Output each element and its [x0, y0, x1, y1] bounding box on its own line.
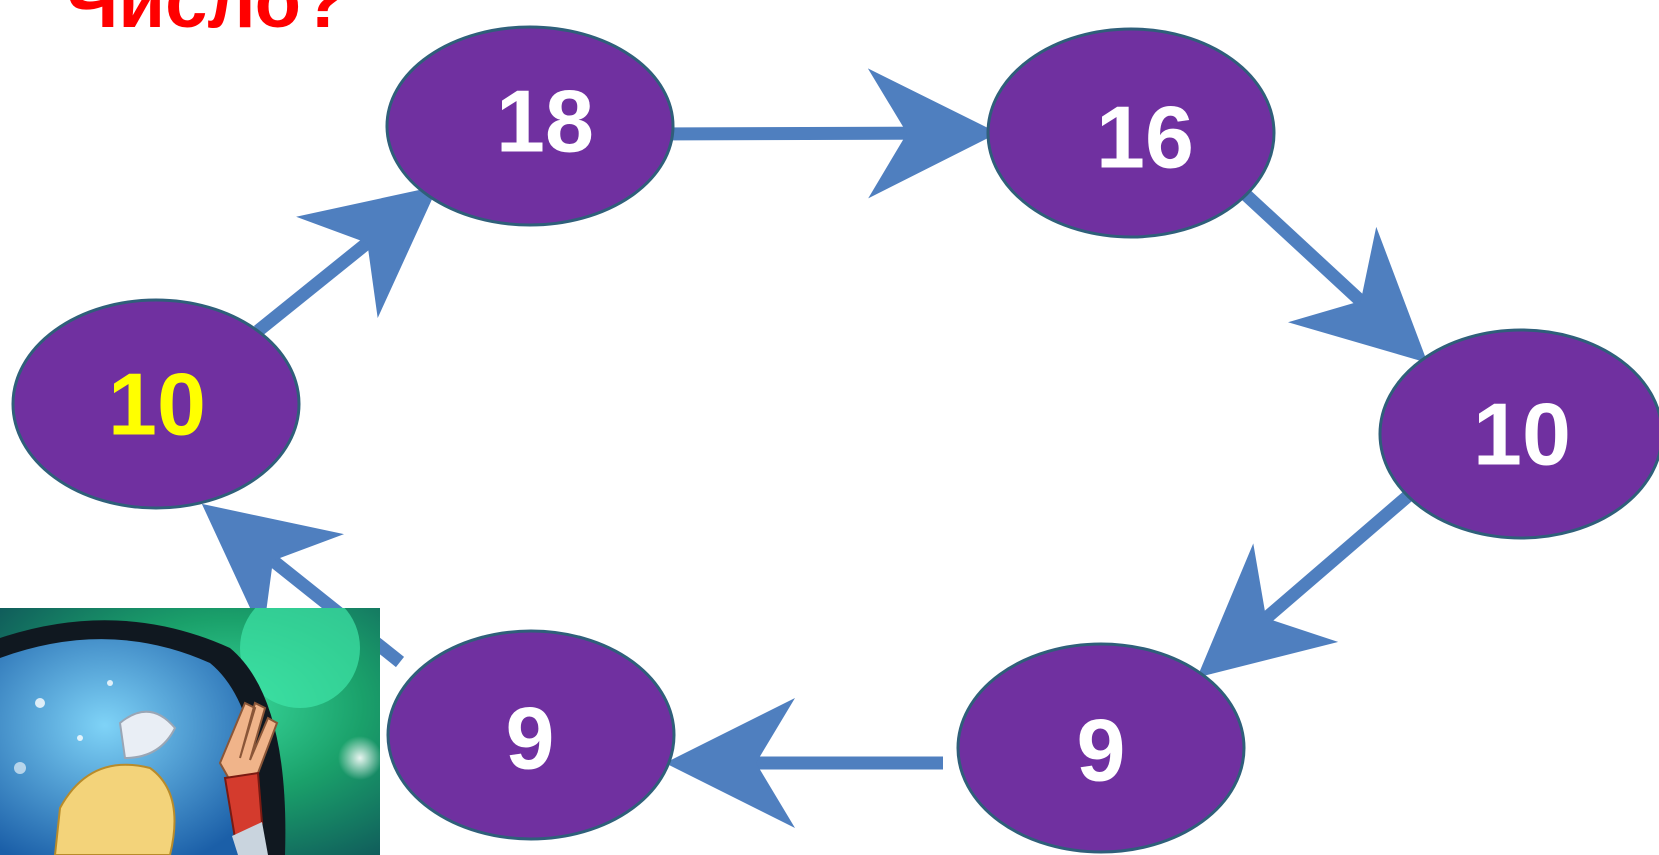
node-right: 10	[1378, 328, 1659, 540]
arrow-right-to-bottom-right	[1197, 491, 1413, 678]
node-label-top-left: 18	[496, 72, 594, 171]
node-label-bottom-right: 9	[1077, 701, 1126, 800]
arrow-left-to-top-left	[253, 185, 439, 337]
slide-title: Число?	[65, 0, 348, 44]
node-bottom-left: 9	[386, 629, 676, 841]
cartoon-astronaut-illustration	[0, 608, 380, 855]
node-top-right: 16	[986, 27, 1276, 239]
arrow-top-left-to-top-right	[643, 68, 998, 199]
node-label-right: 10	[1473, 385, 1571, 484]
cartoon-astronaut-image	[0, 608, 380, 855]
node-label-bottom-left: 9	[506, 689, 555, 788]
node-bottom-right: 9	[956, 642, 1246, 854]
node-top-left: 18	[385, 25, 675, 227]
arrow-top-right-to-right	[1240, 189, 1428, 363]
node-label-left: 10	[108, 355, 206, 454]
node-label-top-right: 16	[1096, 88, 1194, 187]
arrows-group	[201, 68, 1428, 828]
node-left: 10	[11, 298, 301, 510]
